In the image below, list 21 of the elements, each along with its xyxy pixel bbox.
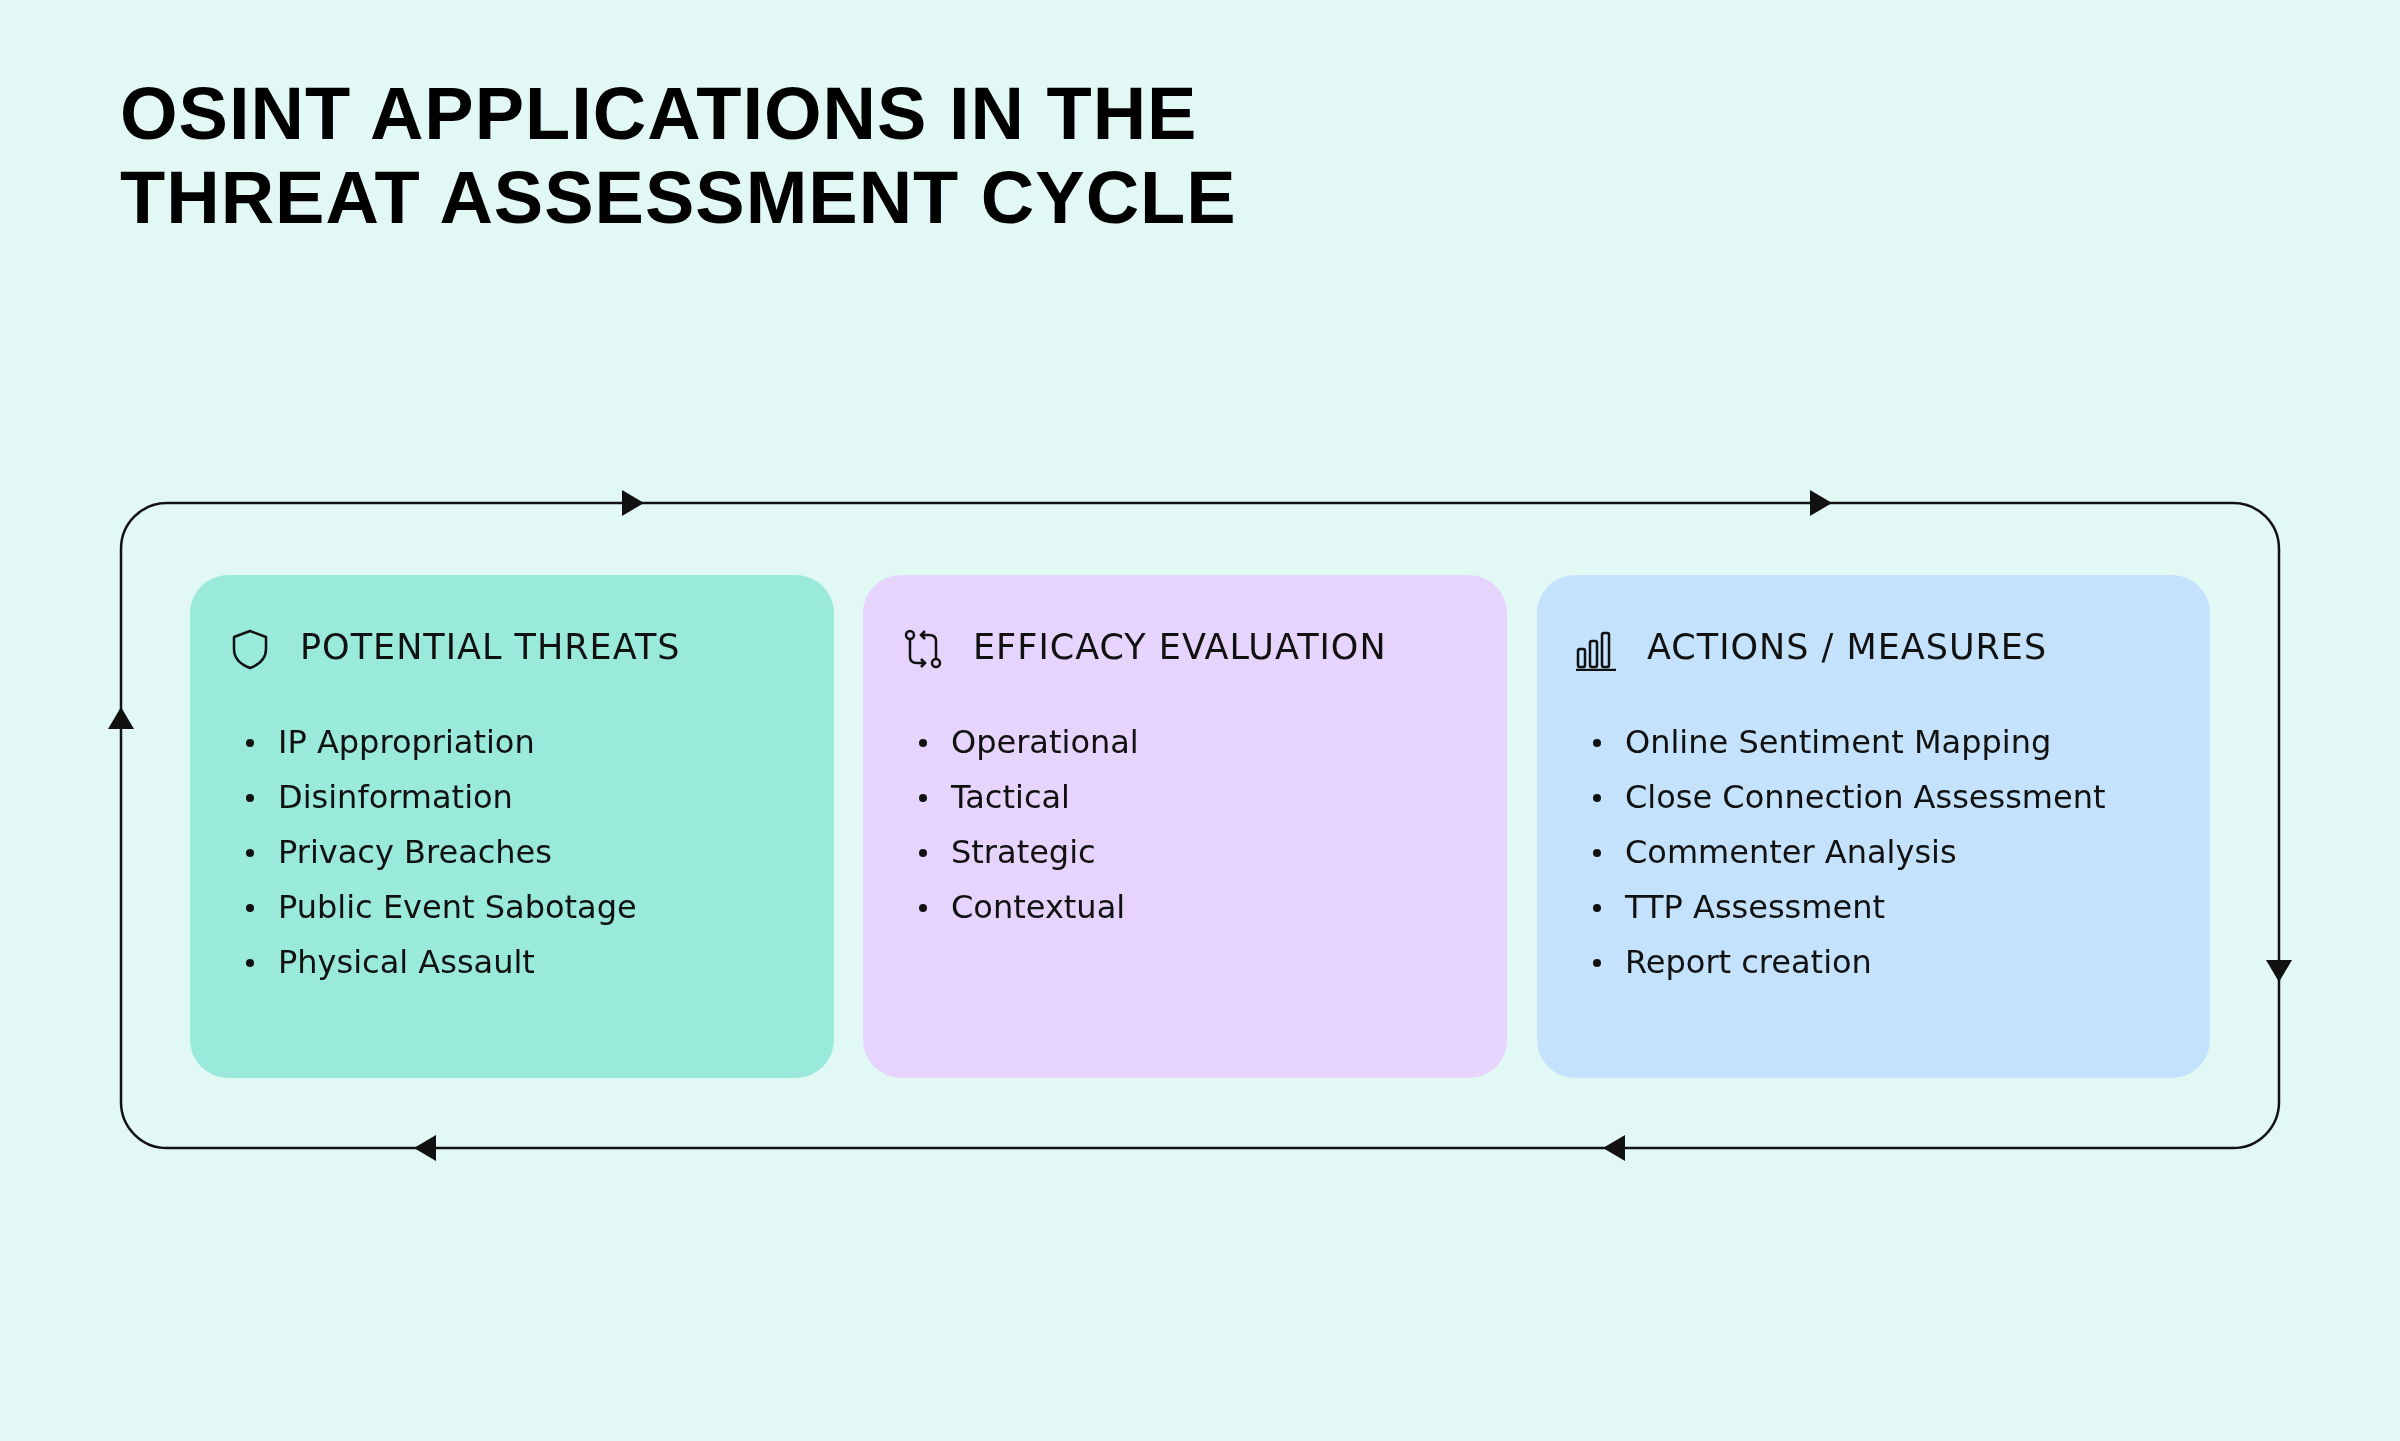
list-item: Online Sentiment Mapping: [1625, 723, 2052, 761]
list-item: Tactical: [951, 778, 1070, 816]
list-item: Privacy Breaches: [278, 833, 552, 871]
list-item: Commenter Analysis: [1625, 833, 1957, 871]
category-card: [190, 575, 834, 1078]
list-item: TTP Assessment: [1625, 888, 1885, 926]
list-item: Physical Assault: [278, 943, 535, 981]
list-item: Close Connection Assessment: [1625, 778, 2106, 816]
category-card: [1537, 575, 2210, 1078]
list-item: Strategic: [951, 833, 1096, 871]
card-heading: EFFICACY EVALUATION: [973, 627, 1387, 667]
list-item: IP Appropriation: [278, 723, 535, 761]
list-item: Public Event Sabotage: [278, 888, 637, 926]
card-heading: ACTIONS / MEASURES: [1647, 627, 2048, 667]
category-card: [863, 575, 1507, 1078]
list-item: Contextual: [951, 888, 1126, 926]
card-heading: POTENTIAL THREATS: [300, 627, 681, 667]
list-item: Operational: [951, 723, 1139, 761]
list-item: Report creation: [1625, 943, 1872, 981]
list-item: Disinformation: [278, 778, 513, 816]
title: OSINT APPLICATIONS IN THE THREAT ASSESSMENT CYCLE: [120, 72, 1238, 240]
